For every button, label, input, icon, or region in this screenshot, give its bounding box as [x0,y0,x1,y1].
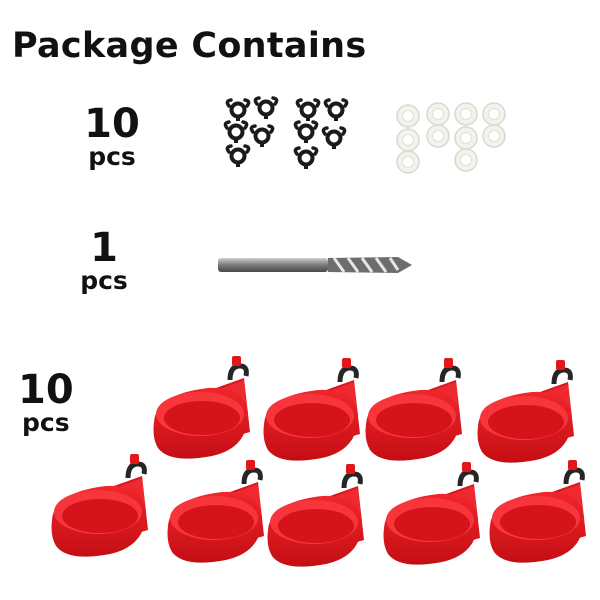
quantity-count: 10 [84,101,140,147]
quantity-label-cups: 10 pcs [18,370,80,435]
washer-group [396,102,506,174]
feeder-cup-icon [366,358,463,461]
quantity-label-clips-washers: 10 pcs [76,104,148,169]
page-title: Package Contains [12,26,367,66]
feeder-cup-icon [52,454,149,557]
quantity-label-drill-bit: 1 pcs [72,228,136,293]
feeder-cup-icon [268,464,365,567]
feeder-cup-icon [384,462,481,565]
quantity-unit: pcs [80,266,128,295]
quantity-count: 1 [90,225,118,271]
feeder-cup-icon [490,460,587,563]
drill-bit-icon [218,257,412,273]
quantity-count: 10 [18,367,74,413]
feeder-cup-icon [154,356,251,459]
feeder-cup-icon [264,358,361,461]
quantity-unit: pcs [88,142,136,171]
clip-group [223,96,349,171]
quantity-unit: pcs [22,408,70,437]
feeder-cup-group [52,356,587,567]
feeder-cup-icon [168,460,265,563]
feeder-cup-icon [478,360,575,463]
